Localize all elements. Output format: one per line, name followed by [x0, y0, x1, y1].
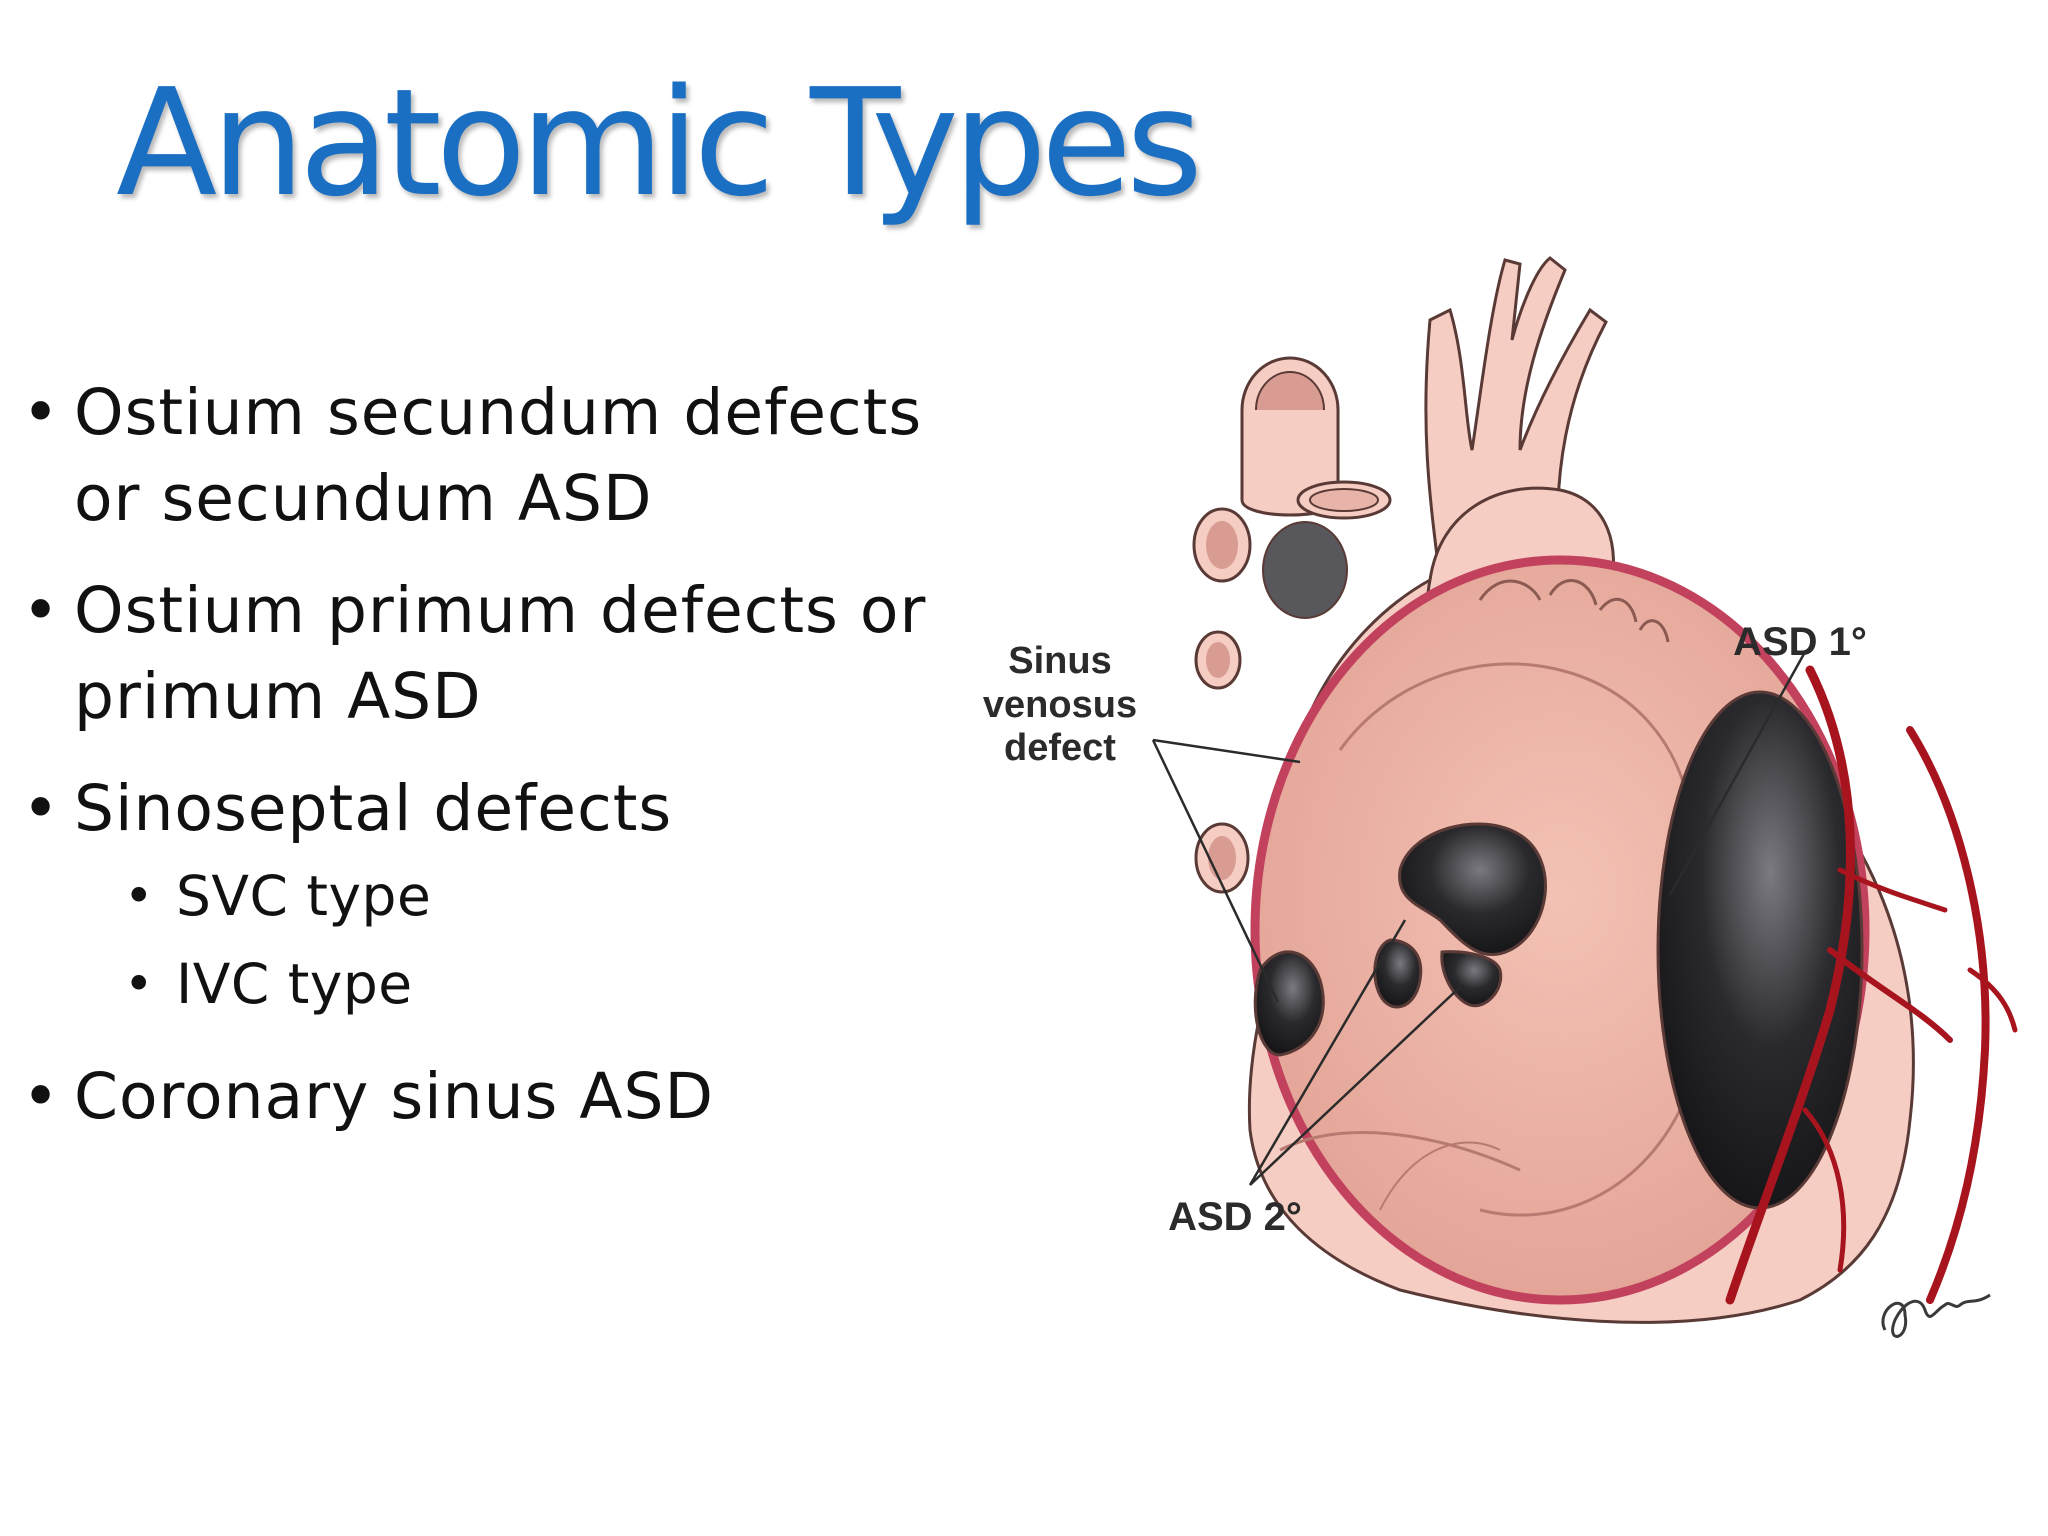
heart-illustration: Sinus venosus defect ASD 1° ASD 2°: [960, 250, 2020, 1400]
label-asd-primum: ASD 1°: [1733, 620, 1867, 664]
sub-bullet-text: IVC type: [176, 952, 413, 1016]
sub-bullet-list: • SVC type • IVC type: [74, 852, 960, 1028]
coronary-arteries: [1725, 665, 2018, 1305]
bullet-list: • Ostium secundum defects or secundum AS…: [0, 370, 960, 1166]
vessel-stumps: [1192, 356, 1392, 894]
label-asd-secundum: ASD 2°: [1168, 1195, 1302, 1239]
pectinate-muscles: [1478, 579, 1670, 643]
sub-bullet-text: SVC type: [176, 864, 432, 928]
leader-lines: [1151, 651, 1807, 1186]
artist-signature: [1881, 1293, 1991, 1338]
sub-bullet-dot: •: [124, 955, 154, 1013]
slide-title: Anatomic Types: [116, 57, 1203, 229]
bullet-text-line1: Sinoseptal defects: [74, 772, 673, 845]
bullet-text-line1: Coronary sinus ASD: [74, 1060, 714, 1133]
label-sinus-venosus-line3: defect: [1004, 727, 1116, 769]
sinus-venosus-defect-upper: [1262, 521, 1348, 619]
bullet-item-secundum: • Ostium secundum defects or secundum AS…: [0, 370, 960, 542]
label-sinus-venosus-line1: Sinus: [1008, 640, 1111, 682]
sub-bullet-dot: •: [124, 867, 154, 925]
bullet-dot: •: [22, 1060, 61, 1133]
bullet-item-sinoseptal: • Sinoseptal defects • SVC type • IVC ty…: [0, 766, 960, 1028]
asd-secundum-defect-right: [1440, 950, 1503, 1008]
asd-secundum-defect-upper: [1398, 822, 1547, 957]
label-sinus-venosus-line2: venosus: [983, 684, 1137, 726]
asd-secundum-defect-left: [1373, 938, 1423, 1009]
aortic-arch-branches: [1424, 256, 1608, 582]
bullet-text-line2: or secundum ASD: [74, 462, 653, 535]
bullet-item-coronary-sinus: • Coronary sinus ASD: [0, 1054, 960, 1140]
bullet-text-line1: Ostium primum defects or: [74, 574, 927, 647]
bullet-text-line2: primum ASD: [74, 660, 482, 733]
sub-bullet-ivc: • IVC type: [74, 940, 960, 1028]
bullet-item-primum: • Ostium primum defects or primum ASD: [0, 568, 960, 740]
bullet-dot: •: [22, 574, 61, 647]
sub-bullet-svc: • SVC type: [74, 852, 960, 940]
bullet-dot: •: [22, 376, 61, 449]
sinus-venosus-defect-lower: [1253, 950, 1325, 1057]
bullet-text-line1: Ostium secundum defects: [74, 376, 923, 449]
bullet-dot: •: [22, 772, 61, 845]
heart-illustration-svg: Sinus venosus defect ASD 1° ASD 2°: [983, 256, 2018, 1338]
